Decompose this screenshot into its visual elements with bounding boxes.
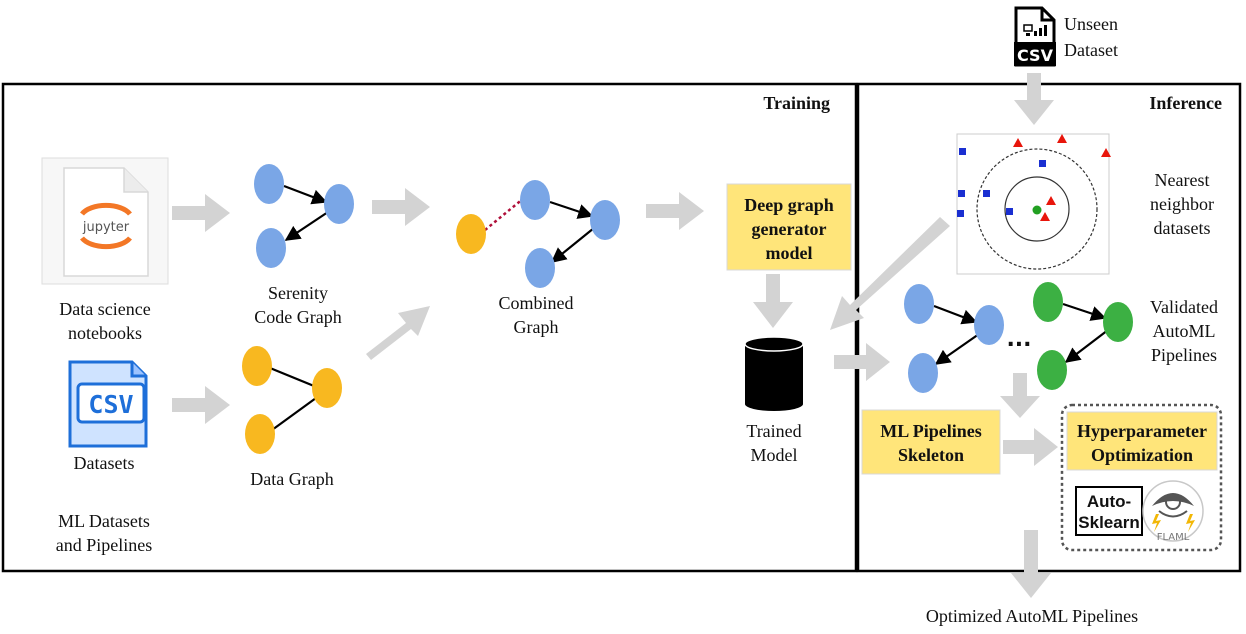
arrow-notebook-to-code-graph [172,194,230,232]
generator-label-3: model [766,243,813,263]
flaml-logo: FLAML [1142,480,1204,543]
serenity-code-graph [254,164,354,268]
hpo-label-2: Optimization [1091,445,1193,465]
neighbors-label-2: neighbor [1150,194,1214,214]
code-node-3 [256,228,286,268]
data-node-2 [312,368,342,408]
ellipsis: ... [1006,327,1031,352]
arrow-code-to-combined [372,188,430,226]
trained-model-label-2: Model [751,445,798,465]
pipeline-blue-node-1 [904,284,934,324]
combined-node-1 [520,180,550,220]
arrow-unseen-to-neighbors [1014,73,1054,125]
unseen-label-1: Unseen [1064,14,1118,34]
autosklearn-logo: Auto- Sklearn [1075,486,1143,536]
skeleton-label-1: ML Pipelines [880,421,982,441]
notebook-document-icon: jupyter [41,157,169,285]
validated-label-1: Validated [1150,297,1218,317]
combined-graph [456,180,620,288]
combined-node-3 [525,248,555,288]
pipeline-green-node-1 [1033,282,1063,322]
combined-label-2: Graph [514,317,559,337]
code-node-2 [324,184,354,224]
neighbors-label-3: datasets [1154,218,1211,238]
notebooks-label-2: notebooks [68,323,142,343]
ml-datasets-label-2: and Pipelines [56,535,153,555]
validated-pipeline-green-graph [1033,282,1133,390]
arrow-pipelines-to-hpo [1000,373,1040,418]
combined-data-node [456,214,486,254]
trained-model-label-1: Trained [746,421,801,441]
generator-model-box [726,183,852,271]
skeleton-label-2: Skeleton [898,445,964,465]
training-label: Training [763,93,830,113]
arrow-skeleton-to-hpo [1003,428,1058,466]
csv-icon-label: CSV [88,390,133,419]
arrow-neighbors-to-model [830,217,950,330]
pipeline-skeleton-box [861,409,1001,475]
unseen-csv-icon: CSV [1014,6,1056,67]
validated-label-2: AutoML [1153,321,1216,341]
unseen-csv-label: CSV [1017,46,1054,65]
combined-node-2 [590,200,620,240]
data-graph [242,346,342,454]
data-graph-label: Data Graph [250,469,333,489]
arrow-data-to-combined [366,306,430,360]
datasets-label: Datasets [74,453,135,473]
pipeline-green-node-2 [1103,302,1133,342]
optimized-pipelines-label: Optimized AutoML Pipelines [926,606,1138,626]
dotted-link [484,197,525,231]
combined-label-1: Combined [499,293,574,313]
arrow-hpo-to-output [1011,530,1051,598]
database-icon [744,336,804,411]
notebooks-label-1: Data science [59,299,150,319]
jupyter-logo: jupyter [82,220,130,235]
flaml-logo-text: FLAML [1157,532,1190,543]
serenity-label-1: Serenity [268,283,328,303]
arrow-generator-to-model [753,274,793,328]
autosklearn-logo-text-1: Auto- [1087,492,1131,511]
hpo-container [1060,403,1223,552]
arrow-combined-to-generator [646,192,704,230]
pipeline-blue-node-3 [908,353,938,393]
pipeline-blue-node-2 [974,305,1004,345]
neighbors-label-1: Nearest [1155,170,1210,190]
unseen-label-2: Dataset [1064,40,1118,60]
data-node-3 [245,414,275,454]
hpo-box [1066,411,1218,471]
generator-label-2: generator [752,219,827,239]
serenity-label-2: Code Graph [254,307,341,327]
inference-label: Inference [1149,93,1222,113]
arrow-dataset-to-data-graph [172,386,230,424]
autosklearn-logo-text-2: Sklearn [1078,513,1139,532]
csv-file-icon: CSV [68,360,148,448]
inference-panel [856,82,1242,573]
hpo-label-1: Hyperparameter [1077,421,1207,441]
validated-pipeline-blue-graph [904,284,1004,393]
data-node-1 [242,346,272,386]
training-panel [1,82,858,573]
ml-datasets-label-1: ML Datasets [58,511,150,531]
nearest-neighbor-plot [956,133,1111,275]
validated-label-3: Pipelines [1151,345,1217,365]
generator-label-1: Deep graph [744,195,834,215]
arrow-model-to-pipelines [834,343,890,381]
pipeline-green-node-3 [1037,350,1067,390]
code-node-1 [254,164,284,204]
